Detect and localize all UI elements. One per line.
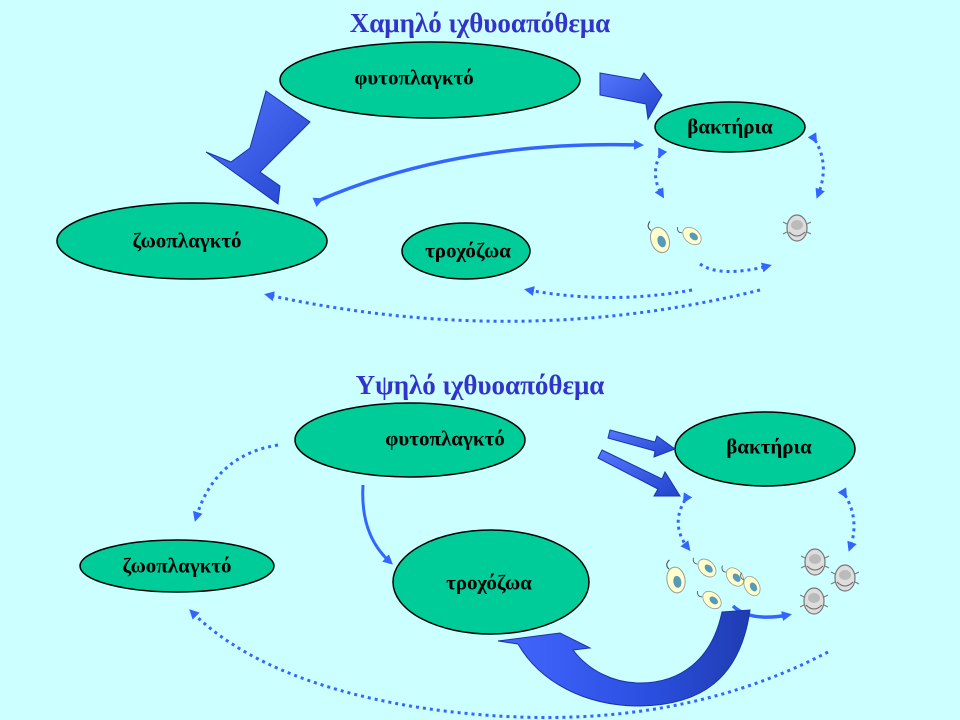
ciliate-icon — [830, 564, 860, 592]
high-bacteria-loop-right-arrow — [837, 487, 857, 552]
low-flagellate-to-ciliate-arrow — [699, 262, 772, 274]
flagellate-icon — [689, 550, 720, 581]
high-phyto-to-zoo-arrow — [192, 443, 279, 522]
low-rotifers-node — [401, 222, 531, 280]
high-rotifers-label: τροχόζωα — [446, 570, 532, 595]
low-bacteria-node — [654, 101, 806, 153]
high-zooplankton-node — [79, 539, 275, 593]
high-microbe-icons — [662, 548, 860, 615]
flagellate-icon — [662, 557, 688, 595]
high-microbes-to-rotifers-arrow — [497, 609, 751, 707]
low-phytoplankton-node — [279, 41, 581, 119]
flagellate-icon — [694, 583, 725, 613]
low-rotifers-label: τροχόζωα — [425, 238, 511, 263]
low-stock-title: Χαμηλό ιχθυοαπόθεμα — [349, 8, 611, 38]
high-flagellate-to-ciliate-arrow — [731, 604, 792, 622]
high-stock-section — [79, 402, 860, 720]
low-phyto-to-bacteria-arrow — [599, 72, 663, 121]
high-to-zooplankton-dotted-arrow — [189, 609, 829, 720]
high-stock-title: Υψηλό ιχθυοαπόθεμα — [355, 370, 605, 400]
high-phyto-to-bacteria-arrow — [607, 429, 677, 458]
high-bacteria-loop-left-arrow — [676, 492, 693, 552]
flagellate-icon — [643, 216, 674, 256]
flagellate-icon — [718, 559, 748, 590]
low-bacteria-zoo-exchange-arrow — [312, 139, 644, 207]
high-phytoplankton-label: φυτοπλαγκτό — [385, 426, 505, 451]
low-microbe-icons — [643, 214, 812, 256]
low-to-rotifers-arrow — [524, 286, 693, 299]
low-zooplankton-label: ζωοπλαγκτό — [132, 228, 242, 253]
low-phytoplankton-label: φυτοπλαγκτό — [354, 65, 474, 90]
high-phyto-to-flagellate-arrow — [597, 449, 681, 497]
low-to-zooplankton-dotted-arrow — [264, 288, 761, 323]
low-stock-section — [56, 41, 825, 323]
high-zooplankton-label: ζωοπλαγκτό — [122, 553, 232, 578]
low-bacteria-label: βακτήρια — [687, 114, 773, 139]
ciliate-icon — [799, 587, 829, 615]
low-phyto-to-zoo-arrow — [205, 90, 311, 205]
low-bacteria-loop-right-arrow — [807, 132, 825, 199]
flagellate-icon — [674, 219, 705, 249]
high-bacteria-label: βακτήρια — [726, 434, 812, 459]
low-bacteria-loop-left-arrow — [654, 147, 668, 199]
high-phyto-to-rotifers-arrow — [361, 484, 393, 565]
low-zooplankton-node — [56, 202, 328, 280]
high-phytoplankton-node — [294, 402, 526, 478]
high-rotifers-node — [392, 529, 590, 635]
ciliate-icon — [800, 548, 830, 576]
ciliate-icon — [782, 214, 812, 242]
